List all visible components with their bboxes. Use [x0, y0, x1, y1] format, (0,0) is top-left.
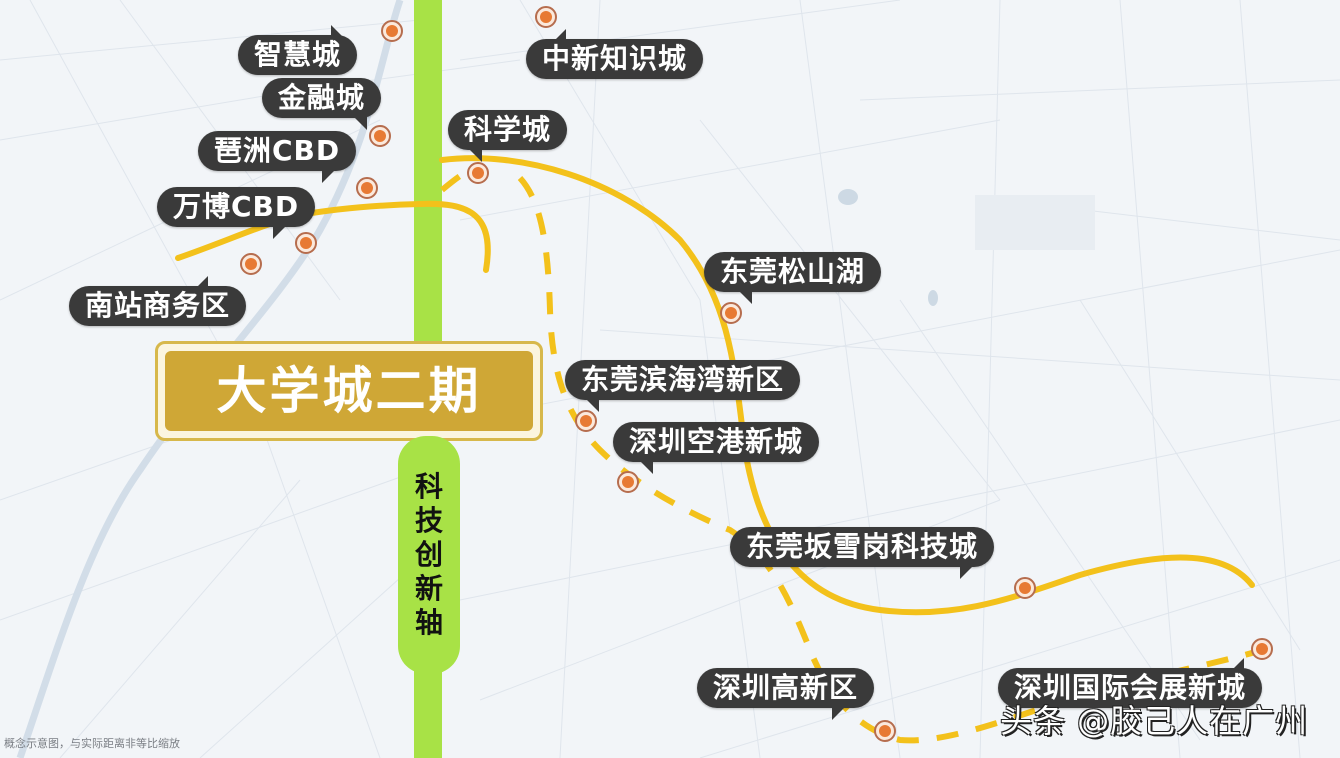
label-text: 万博CBD	[173, 190, 300, 223]
label-text: 南站商务区	[85, 289, 231, 322]
label-songshanhu[interactable]: 东莞松山湖	[704, 252, 882, 304]
marker-binhaiwan[interactable]	[575, 410, 597, 432]
marker-zhongxin[interactable]	[535, 6, 557, 28]
disclaimer-note: 概念示意图，与实际距离非等比缩放	[4, 737, 180, 750]
bubble-tail	[353, 116, 368, 130]
watermark: 头条 @胶己人在广州	[1000, 702, 1309, 740]
marker-gaoxin[interactable]	[874, 720, 896, 742]
university-city-phase2-title: 大学城二期	[165, 351, 533, 431]
bubble-tail	[468, 148, 482, 162]
bubble-tail	[639, 460, 653, 474]
axis-char: 轴	[414, 606, 443, 639]
marker-pazhou[interactable]	[356, 177, 378, 199]
lake	[928, 290, 938, 306]
marker-nanzhan[interactable]	[240, 253, 262, 275]
marker-konggang[interactable]	[617, 471, 639, 493]
bubble-tail	[331, 25, 346, 39]
bubble-tail	[194, 276, 209, 290]
label-pazhou[interactable]: 琶洲CBD	[198, 131, 357, 183]
label-text: 东莞坂雪岗科技城	[746, 530, 979, 563]
bubble-tail	[738, 290, 752, 304]
label-text: 智慧城	[254, 38, 342, 71]
label-nanzhan[interactable]: 南站商务区	[69, 276, 247, 326]
label-text: 深圳高新区	[713, 671, 859, 704]
label-text: 中新知识城	[542, 42, 688, 75]
bubble-tail	[273, 225, 288, 239]
bubble-tail	[960, 565, 975, 579]
axis-char: 新	[414, 572, 443, 605]
marker-jinrongcheng[interactable]	[369, 125, 391, 147]
bubble-tail	[552, 29, 566, 43]
bubble-tail	[832, 706, 847, 720]
label-binhaiwan[interactable]: 东莞滨海湾新区	[565, 360, 801, 412]
label-gaoxin[interactable]: 深圳高新区	[697, 668, 875, 720]
label-bantian[interactable]: 东莞坂雪岗科技城	[730, 527, 995, 579]
bubble-tail	[322, 169, 337, 183]
lake	[838, 189, 858, 205]
label-zhongxin[interactable]: 中新知识城	[526, 29, 704, 79]
label-wanbo[interactable]: 万博CBD	[157, 187, 316, 239]
label-konggang[interactable]: 深圳空港新城	[613, 422, 820, 474]
label-text: 金融城	[278, 81, 366, 114]
bubble-tail	[1230, 658, 1245, 672]
airport-area	[975, 195, 1095, 250]
university-city-phase2-box[interactable]: 大学城二期	[155, 341, 543, 441]
label-text: 东莞松山湖	[720, 255, 866, 288]
marker-zhihuicheng[interactable]	[381, 20, 403, 42]
label-text: 科学城	[464, 113, 552, 146]
label-huizhan[interactable]: 深圳国际会展新城	[998, 658, 1263, 708]
marker-songshanhu[interactable]	[720, 302, 742, 324]
label-text: 深圳国际会展新城	[1014, 671, 1247, 704]
axis-char: 科	[414, 470, 443, 503]
label-text: 琶洲CBD	[214, 134, 341, 167]
label-text: 东莞滨海湾新区	[581, 363, 785, 396]
innovation-axis-label: 科 技 创 新 轴	[398, 436, 460, 674]
marker-bantian[interactable]	[1014, 577, 1036, 599]
label-jinrongcheng[interactable]: 金融城	[262, 78, 382, 130]
axis-char: 技	[414, 504, 443, 537]
label-zhihuicheng[interactable]: 智慧城	[238, 25, 358, 75]
marker-huizhan[interactable]	[1251, 638, 1273, 660]
marker-kexuecheng[interactable]	[467, 162, 489, 184]
bubble-tail	[585, 398, 599, 412]
marker-wanbo[interactable]	[295, 232, 317, 254]
route-solid-west	[175, 200, 491, 273]
label-text: 深圳空港新城	[629, 425, 804, 458]
axis-char: 创	[414, 538, 443, 571]
label-kexuecheng[interactable]: 科学城	[448, 110, 568, 162]
